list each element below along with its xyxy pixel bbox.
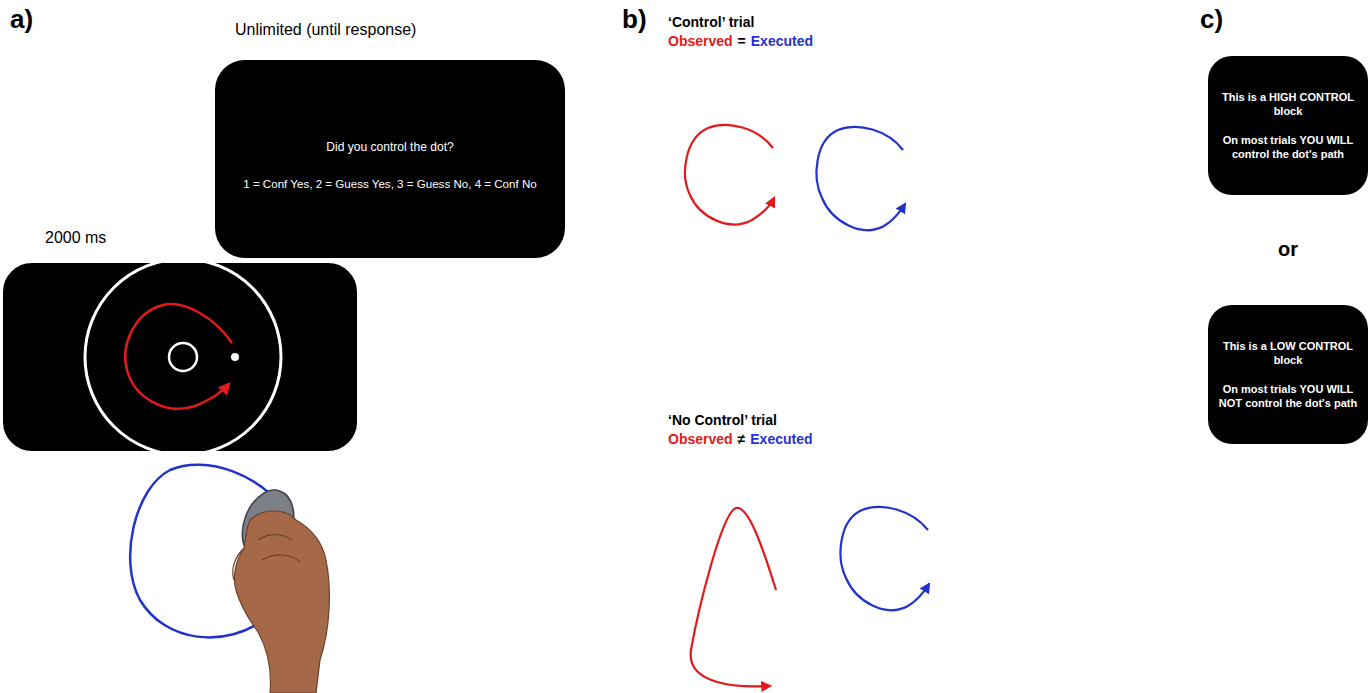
observed-path xyxy=(685,125,774,224)
outer-ring xyxy=(85,259,281,455)
relation-sign: ≠ xyxy=(738,431,746,447)
cursor-dot xyxy=(231,353,239,361)
screen xyxy=(2,262,358,452)
instruction-text: On most trials YOU WILL NOT control the … xyxy=(1216,382,1360,411)
observed-label: Observed xyxy=(668,33,733,49)
duration-label: 2000 ms xyxy=(45,228,106,249)
hand xyxy=(234,511,329,693)
executed-label: Executed xyxy=(750,431,812,447)
condition-title: ‘No Control’ trial xyxy=(668,412,777,428)
panel-letter: a) xyxy=(10,4,33,35)
observed-path xyxy=(691,508,776,687)
response-options: 1 = Conf Yes, 2 = Guess Yes, 3 = Guess N… xyxy=(215,177,565,192)
condition-title: ‘Control’ trial xyxy=(668,14,754,30)
response-screen: Unlimited (until response)Did you contro… xyxy=(215,60,565,258)
finger-lines xyxy=(233,535,300,580)
block-heading: This is a LOW CONTROL block xyxy=(1216,339,1360,368)
observed-path xyxy=(125,304,232,409)
executed-path xyxy=(817,127,905,230)
inner-ring xyxy=(169,343,197,371)
screen xyxy=(215,60,565,258)
stimulus-screen: 2000 ms xyxy=(2,262,358,452)
panel-letter: b) xyxy=(622,4,647,35)
observed-label: Observed xyxy=(668,431,733,447)
question-text: Did you control the dot? xyxy=(215,140,565,156)
executed-label: Executed xyxy=(751,33,813,49)
block-heading: This is a HIGH CONTROL block xyxy=(1216,90,1360,119)
relation-sign: = xyxy=(738,33,746,49)
panel-letter: c) xyxy=(1200,4,1223,35)
executed-path xyxy=(841,507,929,610)
instruction-screen: This is a LOW CONTROL block On most trial… xyxy=(1208,305,1368,444)
instruction-text: On most trials YOU WILL control the dot'… xyxy=(1216,133,1360,162)
separator-word: or xyxy=(1278,238,1298,261)
instruction-screen: This is a HIGH CONTROL block On most tria… xyxy=(1208,56,1368,195)
duration-label: Unlimited (until response) xyxy=(235,20,416,41)
